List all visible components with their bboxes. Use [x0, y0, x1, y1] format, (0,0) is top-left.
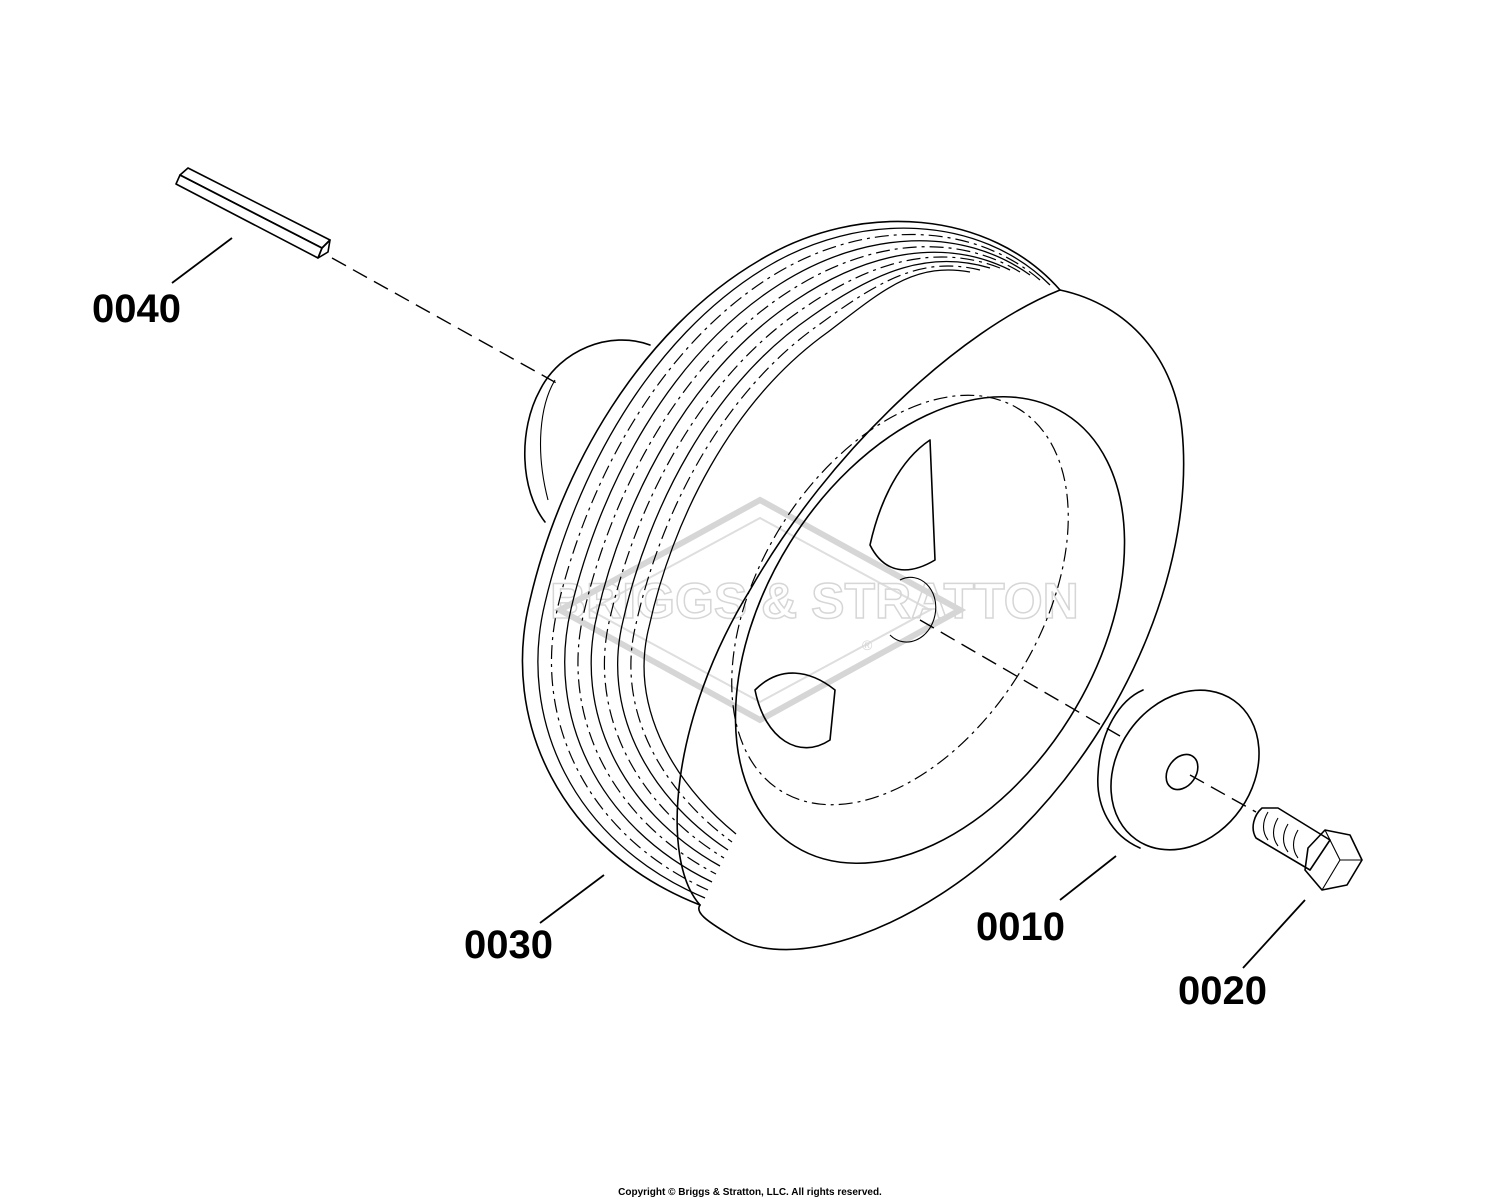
bolt-hex-edge [1321, 829, 1341, 891]
bolt-thread-3 [1282, 823, 1289, 853]
pulley-back-rim [521, 220, 1061, 906]
washer-part [1097, 689, 1260, 851]
callout-0030: 0030 [464, 923, 553, 967]
pulley-rear-hub-edge [539, 379, 556, 501]
key-top-face [179, 167, 331, 249]
watermark-registered-mark: ® [862, 637, 873, 653]
pulley-front-face-outer [698, 289, 1185, 951]
leader-0010 [1059, 855, 1117, 901]
brand-watermark: BRIGGS & STRATTON ® [549, 496, 1079, 724]
key-side-face [175, 174, 323, 259]
center-axis-line [919, 619, 1121, 737]
pulley-hub-center [889, 576, 937, 643]
leader-0030 [539, 874, 605, 924]
hex-bolt-part [1252, 807, 1363, 891]
pulley-grooves [537, 227, 1051, 899]
bolt-axis-line [1189, 774, 1257, 813]
watermark-diamond-outline [553, 496, 967, 724]
key-end-face [317, 239, 331, 259]
bolt-thread-2 [1272, 817, 1279, 847]
watermark-brand-text: BRIGGS & STRATTON [550, 573, 1079, 629]
key-axis-line [331, 257, 561, 386]
callout-0040: 0040 [92, 287, 181, 331]
pulley-spoke-upper [869, 439, 936, 571]
bolt-thread-4 [1292, 829, 1299, 859]
pulley-front-face-outline [676, 289, 1061, 906]
callout-0010: 0010 [976, 905, 1065, 949]
bolt-thread-1 [1262, 811, 1269, 841]
watermark-diamond-inner [587, 516, 933, 704]
key-part [175, 167, 331, 259]
copyright-notice: Copyright © Briggs & Stratton, LLC. All … [618, 1187, 882, 1198]
bolt-hex-head [1304, 829, 1363, 891]
washer-center-hole [1165, 753, 1199, 791]
washer-front-face [1110, 689, 1260, 851]
leader-0040 [171, 237, 233, 284]
washer-side [1097, 689, 1144, 849]
bolt-threads-outline [1252, 807, 1331, 871]
pulley-part [521, 220, 1185, 951]
callout-0020: 0020 [1178, 969, 1267, 1013]
pulley-spoke-lower [754, 672, 836, 749]
leader-0020 [1242, 899, 1306, 969]
pulley-inner-recess [731, 394, 1069, 806]
pulley-inner-opening [734, 395, 1126, 865]
pulley-rear-hub [523, 339, 651, 523]
